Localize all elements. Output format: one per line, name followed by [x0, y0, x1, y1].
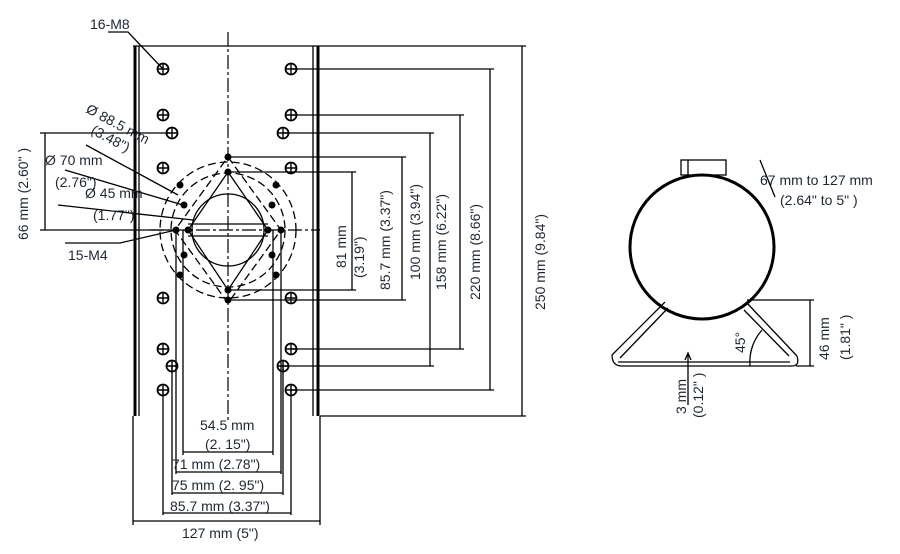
dim-54-5-in: (2. 15")	[205, 436, 250, 452]
dim-75: 75 mm (2. 95")	[172, 477, 264, 493]
dim-85-7: 85.7 mm (3.37")	[377, 190, 393, 290]
screw-point-icon	[268, 201, 276, 209]
screw-point-icon	[268, 251, 276, 259]
bolt-hole-icon	[156, 161, 170, 175]
dim-250: 250 mm (9.84")	[532, 214, 548, 310]
bottom-dimension-lines	[133, 230, 320, 522]
clamp-range-in: (2.64" to 5" )	[780, 192, 858, 208]
clamp-thickness-in: (0.12" )	[690, 373, 706, 418]
bolt-hole-icon	[156, 291, 170, 305]
dia-45-in: (1.77")	[93, 207, 135, 223]
clamp-thickness-mm: 3 mm	[673, 379, 689, 414]
bolt-hole-icon	[156, 108, 170, 122]
bolt-hole-icon	[156, 342, 170, 356]
clamp-angle: 45°	[732, 332, 748, 353]
dim-85-7-bottom: 85.7 mm (3.37")	[170, 498, 270, 514]
screw-point-icon	[272, 271, 280, 279]
screw-holes-label: 15-M4	[68, 247, 108, 263]
clamp-range-mm: 67 mm to 127 mm	[760, 172, 873, 188]
dim-158: 158 mm (6.22")	[433, 194, 449, 290]
dim-54-5-mm: 54.5 mm	[200, 417, 254, 433]
dia-70-in: (2.76")	[55, 174, 97, 190]
screw-point-icon	[180, 201, 188, 209]
screw-point-icon	[180, 251, 188, 259]
clamp-height-mm: 46 mm	[816, 317, 832, 360]
right-dimension-lines	[228, 45, 526, 417]
bolt-hole-icon	[284, 161, 298, 175]
pole-clamp	[611, 159, 814, 405]
mounting-plate	[132, 32, 321, 525]
dim-81-in: (3.19")	[351, 236, 367, 278]
bolt-holes	[156, 62, 298, 397]
dim-127: 127 mm (5")	[182, 525, 259, 541]
clamp-height-in: (1.81" )	[837, 315, 853, 360]
dim-100: 100 mm (3.94")	[407, 184, 423, 280]
bolt-hole-icon	[284, 291, 298, 305]
screw-point-icon	[176, 181, 184, 189]
dia-45-mm: Ø 45 mm	[85, 185, 143, 201]
dim-81-mm: 81 mm	[333, 225, 349, 268]
dim-66: 66 mm (2.60" )	[15, 148, 31, 240]
dim-71: 71 mm (2.78")	[172, 456, 260, 472]
left-leaders	[40, 31, 194, 244]
screw-point-icon	[272, 181, 280, 189]
dia-70-mm: Ø 70 mm	[45, 152, 103, 168]
dim-220: 220 mm (8.66")	[467, 204, 483, 300]
screw-point-icon	[176, 271, 184, 279]
screw-point-icon	[264, 226, 272, 234]
screw-point-icon	[184, 226, 192, 234]
bolt-holes-label: 16-M8	[90, 16, 130, 32]
